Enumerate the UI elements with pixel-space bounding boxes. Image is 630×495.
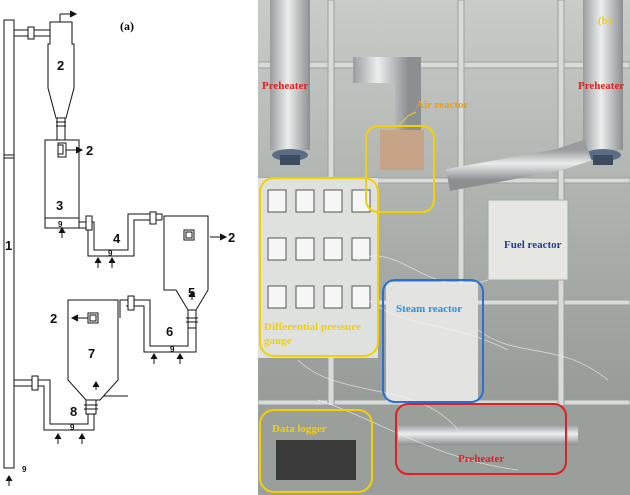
data-logger-label: Data logger	[272, 423, 327, 435]
right-preheater-tube	[583, 0, 623, 150]
vessel-7	[67, 299, 119, 401]
label-9-riser: 9	[22, 465, 27, 474]
label-2-cyclone: 2	[57, 58, 64, 73]
schematic-panel: (a) 1 2 2 2 2 3 4 5 6 7 8 9 9 9 9 9	[3, 10, 235, 486]
label-8: 8	[70, 404, 77, 419]
label-1: 1	[5, 238, 12, 253]
gauge-box	[259, 177, 379, 357]
left-preheater-tube	[270, 0, 310, 150]
diff-gauge-label-2: gauge	[264, 335, 292, 347]
preheater-right-label: Preheater	[578, 80, 624, 92]
label-2-vessel5: 2	[228, 230, 235, 245]
fuel-reactor-label: Fuel reactor	[504, 239, 562, 251]
panel-label-a: (a)	[120, 19, 134, 33]
label-9-vessel3: 9	[58, 220, 63, 229]
diff-gauge-label-1: Differential pressure	[264, 321, 361, 333]
label-6: 6	[166, 324, 173, 339]
label-2-vessel3: 2	[86, 143, 93, 158]
riser-column	[3, 19, 15, 469]
preheater-bottom-label: Preheater	[458, 453, 504, 465]
preheater-bottom-box	[395, 403, 567, 475]
label-5: 5	[188, 285, 195, 300]
data-logger-box	[259, 409, 373, 493]
label-9-seal8: 9	[70, 423, 75, 432]
label-4: 4	[113, 231, 121, 246]
steam-reactor-box	[382, 279, 484, 403]
air-reactor-box	[365, 125, 435, 213]
photo-panel: (b) Preheater Preheater Air reactor Fuel…	[258, 0, 630, 495]
label-3: 3	[56, 198, 63, 213]
label-2-vessel7: 2	[50, 311, 57, 326]
cyclone-body	[47, 21, 75, 119]
panel-label-b: (b)	[598, 15, 612, 27]
preheater-left-label: Preheater	[262, 80, 308, 92]
label-7: 7	[88, 346, 95, 361]
steam-reactor-label: Steam reactor	[396, 303, 462, 315]
fuel-reactor-box	[487, 199, 569, 281]
label-9-seal4: 9	[108, 249, 113, 258]
label-9-seal6: 9	[170, 345, 175, 354]
air-reactor-label: Air reactor	[416, 99, 469, 111]
